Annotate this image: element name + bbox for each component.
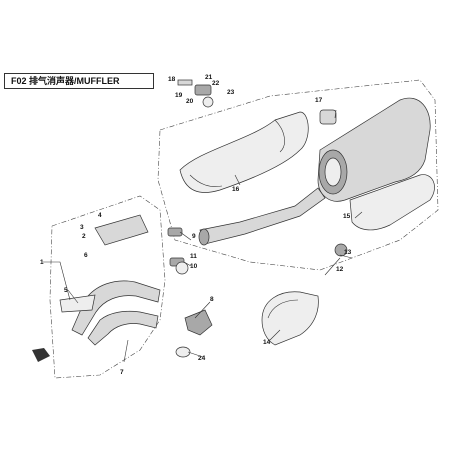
muffler-body <box>317 97 431 202</box>
callout-6: 6 <box>84 252 88 259</box>
callout-2: 2 <box>82 233 86 240</box>
callout-3: 3 <box>80 224 84 231</box>
tail-pipe-17 <box>319 109 337 125</box>
callout-10: 10 <box>190 263 198 270</box>
callout-17: 17 <box>315 97 323 104</box>
callout-7: 7 <box>120 369 124 376</box>
exhaust-header <box>59 214 161 346</box>
callout-19: 19 <box>175 92 183 99</box>
callout-14: 14 <box>263 339 271 346</box>
callout-9: 9 <box>192 233 196 240</box>
diagram-title: F02 排气消声器/MUFFLER <box>4 73 154 89</box>
callout-5: 5 <box>64 287 68 294</box>
callouts: 1 2 3 4 5 6 7 8 9 10 11 12 13 14 15 16 1… <box>40 74 352 376</box>
grommet-12 <box>334 243 348 257</box>
mid-pipe <box>198 187 326 246</box>
callout-21: 21 <box>205 74 213 81</box>
callout-22: 22 <box>212 80 220 87</box>
callout-16: 16 <box>232 186 240 193</box>
callout-12: 12 <box>336 266 344 273</box>
gasket-24 <box>175 346 191 358</box>
springs <box>167 227 189 275</box>
callout-4: 4 <box>98 212 102 219</box>
bracket-8 <box>184 309 213 336</box>
callout-8: 8 <box>210 296 214 303</box>
front-direction-arrow-icon <box>32 348 50 362</box>
callout-15: 15 <box>343 213 351 220</box>
callout-13: 13 <box>344 249 352 256</box>
sensor-assembly <box>177 79 214 108</box>
heat-shield-14 <box>261 291 319 346</box>
heat-shield-16 <box>179 111 309 193</box>
heat-shield-15 <box>349 174 435 231</box>
callout-1: 1 <box>40 259 44 266</box>
callout-24: 24 <box>198 355 206 362</box>
leader-lines <box>43 109 363 363</box>
callout-23: 23 <box>227 89 235 96</box>
callout-20: 20 <box>186 98 194 105</box>
muffler-group-outline <box>157 79 439 271</box>
callout-18: 18 <box>168 76 176 83</box>
callout-11: 11 <box>190 253 197 260</box>
